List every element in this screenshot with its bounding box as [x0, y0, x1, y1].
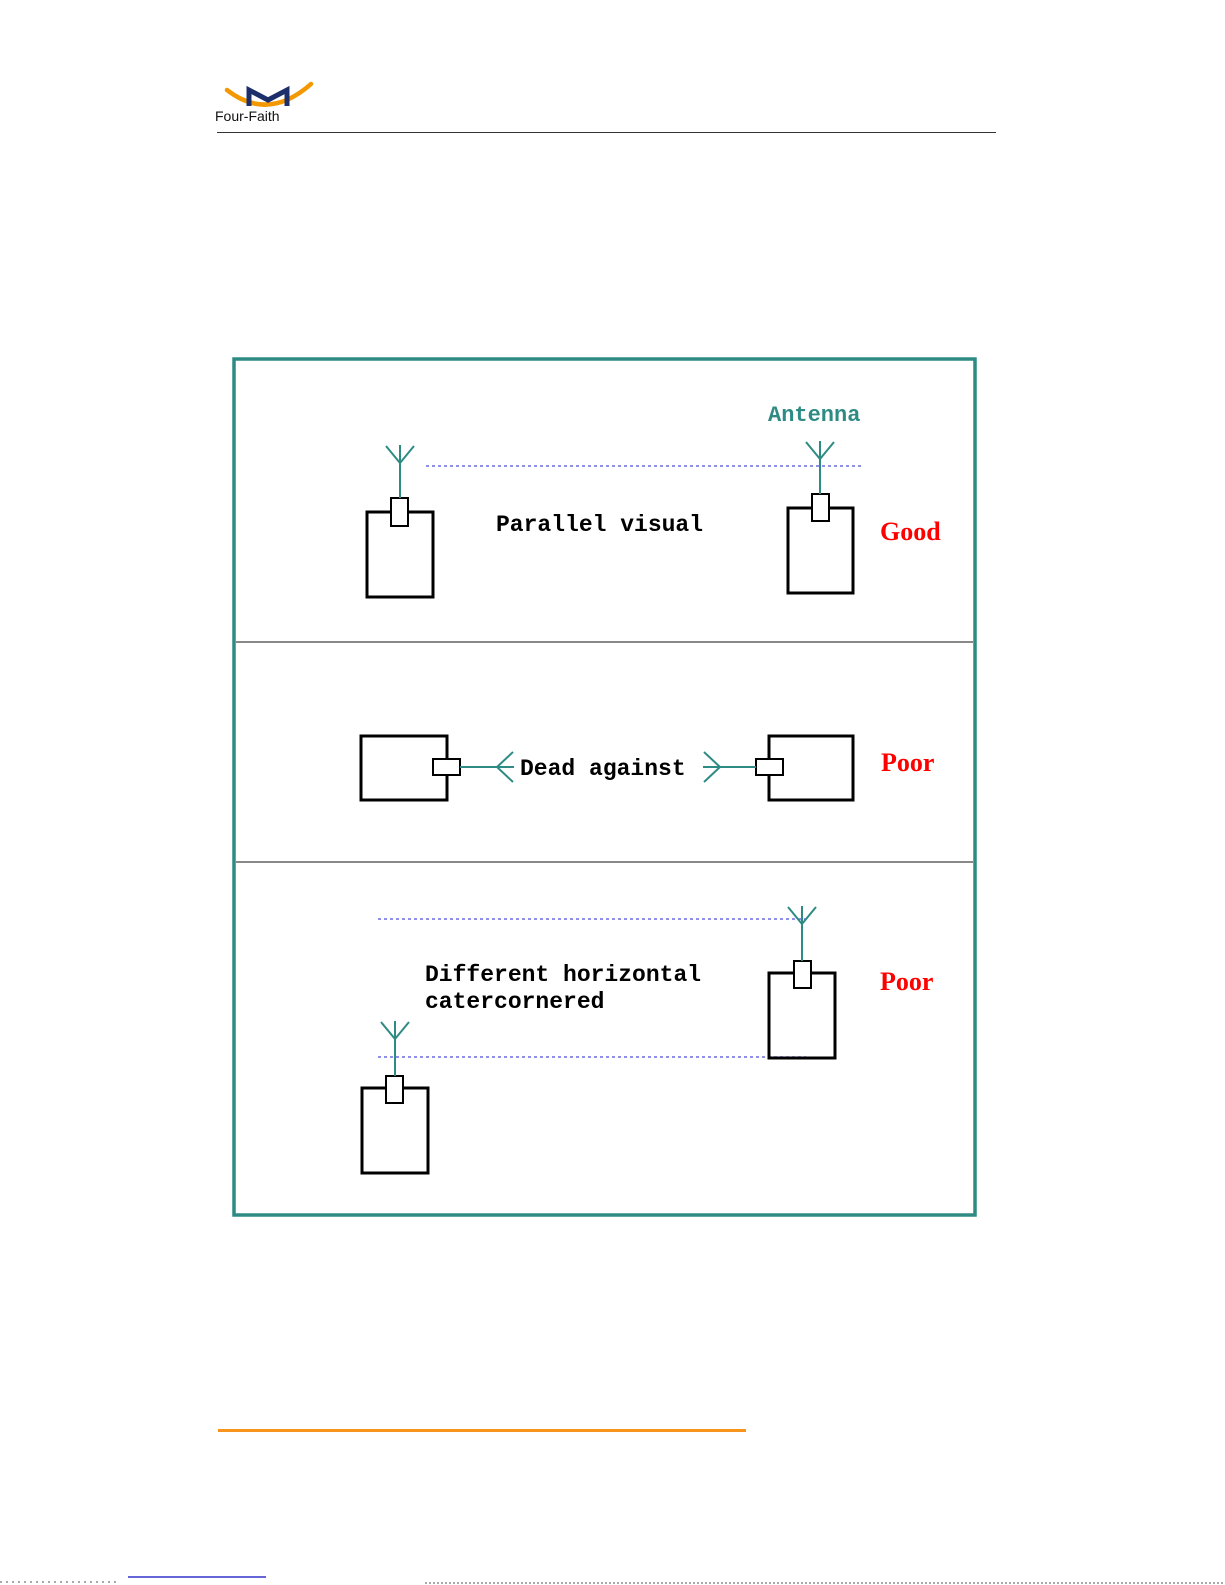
row-description-line-2: catercornered	[425, 989, 604, 1015]
device-right	[703, 736, 853, 800]
device-left	[367, 445, 433, 597]
antenna-connector	[794, 961, 811, 988]
antenna-icon	[788, 906, 816, 961]
row-description: Dead against	[520, 756, 686, 782]
device-left	[361, 736, 514, 800]
device-right-high	[769, 906, 835, 1058]
antenna-icon	[806, 441, 834, 494]
page-bottom-artifacts	[0, 1555, 1225, 1585]
antenna-connector	[756, 759, 783, 775]
row-parallel-visual: Antenna Parallel visual Good	[367, 403, 941, 597]
antenna-icon	[386, 445, 414, 498]
row-description: Parallel visual	[496, 512, 703, 538]
row-rating: Poor	[880, 967, 933, 996]
device-left-low	[362, 1021, 428, 1173]
antenna-connector	[391, 498, 408, 526]
device-right	[788, 441, 853, 593]
row-dead-against: Dead against Poor	[361, 736, 934, 800]
row-rating: Good	[880, 517, 941, 546]
row-different-horizontal: Different horizontal catercornered Poor	[362, 906, 933, 1173]
antenna-connector	[812, 494, 829, 521]
footer-rule	[218, 1429, 746, 1432]
antenna-icon	[381, 1021, 409, 1076]
diagram-frame	[234, 359, 975, 1215]
antenna-connector	[433, 759, 460, 775]
row-rating: Poor	[881, 748, 934, 777]
antenna-connector	[386, 1076, 403, 1103]
antenna-icon	[460, 752, 514, 782]
antenna-label: Antenna	[768, 403, 860, 428]
antenna-icon	[703, 752, 756, 782]
row-description-line-1: Different horizontal	[425, 962, 701, 988]
